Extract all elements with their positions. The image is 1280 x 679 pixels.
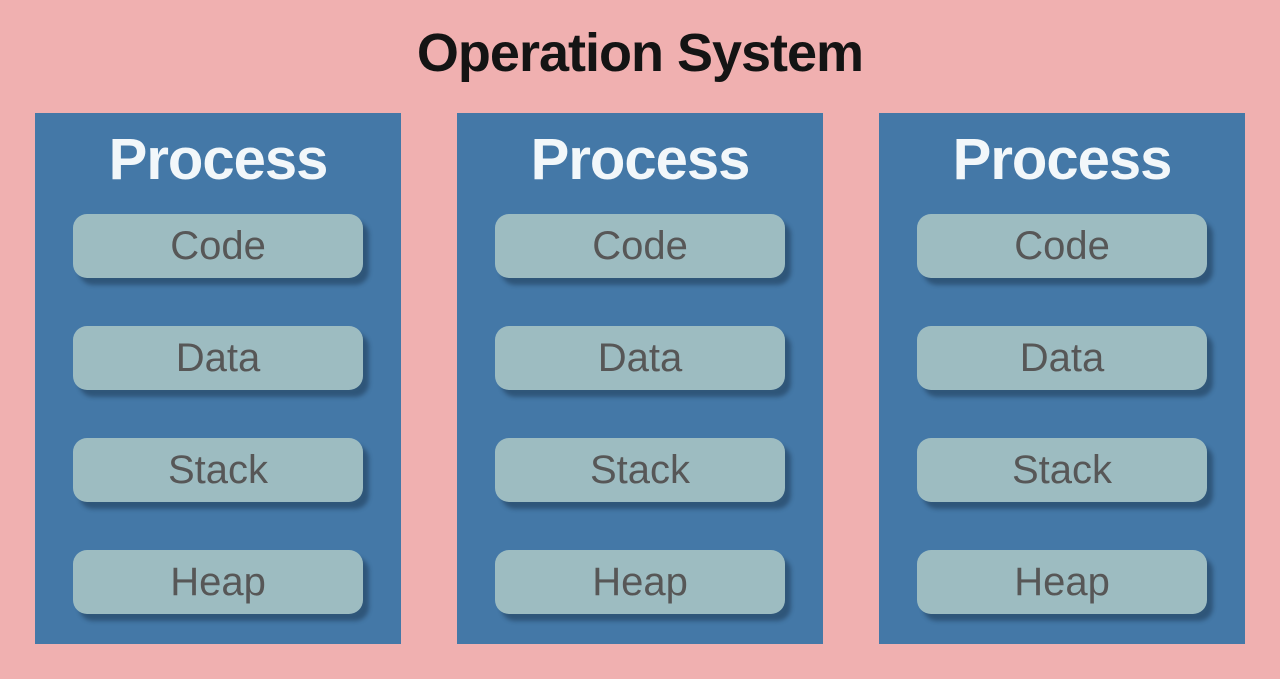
segment-code: Code bbox=[495, 214, 785, 278]
segment-stack: Stack bbox=[73, 438, 363, 502]
segment-heap: Heap bbox=[495, 550, 785, 614]
process-title: Process bbox=[952, 127, 1173, 192]
segment-heap: Heap bbox=[73, 550, 363, 614]
segment-code: Code bbox=[917, 214, 1207, 278]
segment-data: Data bbox=[495, 326, 785, 390]
segment-stack: Stack bbox=[917, 438, 1207, 502]
process-box-1: Process Code Data Stack Heap bbox=[35, 113, 401, 644]
segment-data: Data bbox=[917, 326, 1207, 390]
process-box-3: Process Code Data Stack Heap bbox=[879, 113, 1245, 644]
segment-heap: Heap bbox=[917, 550, 1207, 614]
segment-stack: Stack bbox=[495, 438, 785, 502]
process-row: Process Code Data Stack Heap Process Cod… bbox=[0, 113, 1280, 644]
process-title: Process bbox=[108, 127, 329, 192]
process-box-2: Process Code Data Stack Heap bbox=[457, 113, 823, 644]
process-title: Process bbox=[530, 127, 751, 192]
segment-data: Data bbox=[73, 326, 363, 390]
diagram-title: Operation System bbox=[416, 23, 864, 83]
segment-code: Code bbox=[73, 214, 363, 278]
